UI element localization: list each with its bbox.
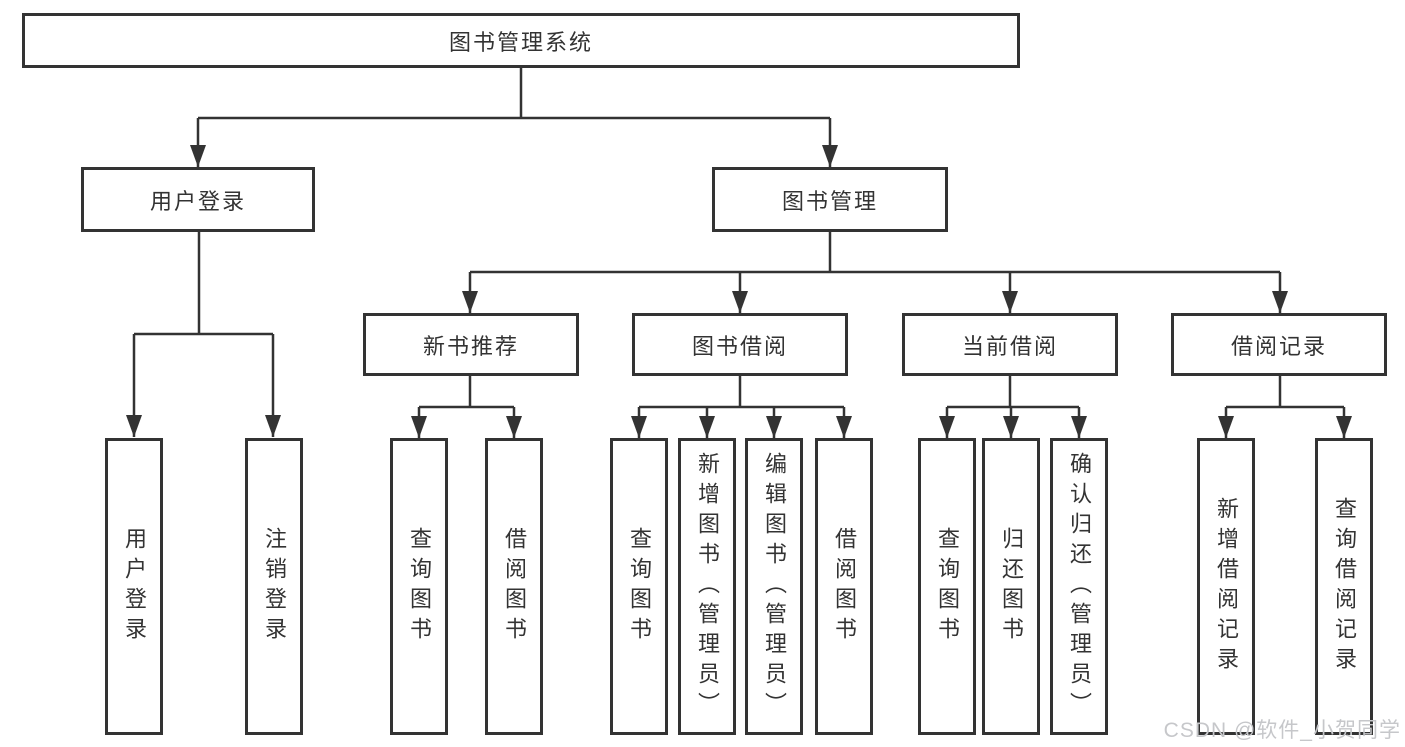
leaf-user-login: 用户登录 <box>105 438 163 735</box>
leaf-record-query-borrow-record-label: 查询借阅记录 <box>1332 496 1357 677</box>
node-book-management: 图书管理 <box>712 167 948 232</box>
node-current-borrow-label: 当前借阅 <box>961 333 1058 359</box>
leaf-current-confirm-return-admin-label: 确认归还（管理员） <box>1067 451 1092 722</box>
node-book-borrow-label: 图书借阅 <box>691 333 788 359</box>
csdn-watermark: CSDN @软件_小贺同学 <box>1163 719 1401 742</box>
leaf-borrow-add-book-admin: 新增图书（管理员） <box>678 438 736 735</box>
leaf-recommend-query-book: 查询图书 <box>390 438 448 735</box>
node-current-borrow: 当前借阅 <box>902 313 1118 376</box>
leaf-user-login-label: 用户登录 <box>122 526 147 647</box>
leaf-logout-login: 注销登录 <box>245 438 303 735</box>
node-new-book-recommend-label: 新书推荐 <box>422 333 519 359</box>
node-library-system-label: 图书管理系统 <box>448 29 593 55</box>
node-borrow-record-label: 借阅记录 <box>1230 333 1327 359</box>
leaf-borrow-add-book-admin-label: 新增图书（管理员） <box>695 451 720 722</box>
leaf-current-query-book-label: 查询图书 <box>935 526 960 647</box>
leaf-borrow-query-book-label: 查询图书 <box>627 526 652 647</box>
node-borrow-record: 借阅记录 <box>1171 313 1387 376</box>
node-new-book-recommend: 新书推荐 <box>363 313 579 376</box>
leaf-current-return-book-label: 归还图书 <box>999 526 1024 647</box>
node-user-login: 用户登录 <box>81 167 315 232</box>
leaf-record-add-borrow-record-label: 新增借阅记录 <box>1214 496 1239 677</box>
leaf-borrow-borrow-book: 借阅图书 <box>815 438 873 735</box>
leaf-borrow-query-book: 查询图书 <box>610 438 668 735</box>
leaf-recommend-borrow-book-label: 借阅图书 <box>502 526 527 647</box>
leaf-logout-login-label: 注销登录 <box>262 526 287 647</box>
node-book-management-label: 图书管理 <box>781 188 878 214</box>
leaf-recommend-query-book-label: 查询图书 <box>407 526 432 647</box>
leaf-borrow-edit-book-admin: 编辑图书（管理员） <box>745 438 803 735</box>
connector-line <box>134 68 1344 409</box>
leaf-borrow-borrow-book-label: 借阅图书 <box>832 526 857 647</box>
leaf-current-confirm-return-admin: 确认归还（管理员） <box>1050 438 1108 735</box>
node-user-login-label: 用户登录 <box>149 188 246 214</box>
leaf-record-query-borrow-record: 查询借阅记录 <box>1315 438 1373 735</box>
leaf-recommend-borrow-book: 借阅图书 <box>485 438 543 735</box>
leaf-borrow-edit-book-admin-label: 编辑图书（管理员） <box>762 451 787 722</box>
node-book-borrow: 图书借阅 <box>632 313 848 376</box>
leaf-current-query-book: 查询图书 <box>918 438 976 735</box>
node-library-system: 图书管理系统 <box>22 13 1020 68</box>
leaf-record-add-borrow-record: 新增借阅记录 <box>1197 438 1255 735</box>
leaf-current-return-book: 归还图书 <box>982 438 1040 735</box>
